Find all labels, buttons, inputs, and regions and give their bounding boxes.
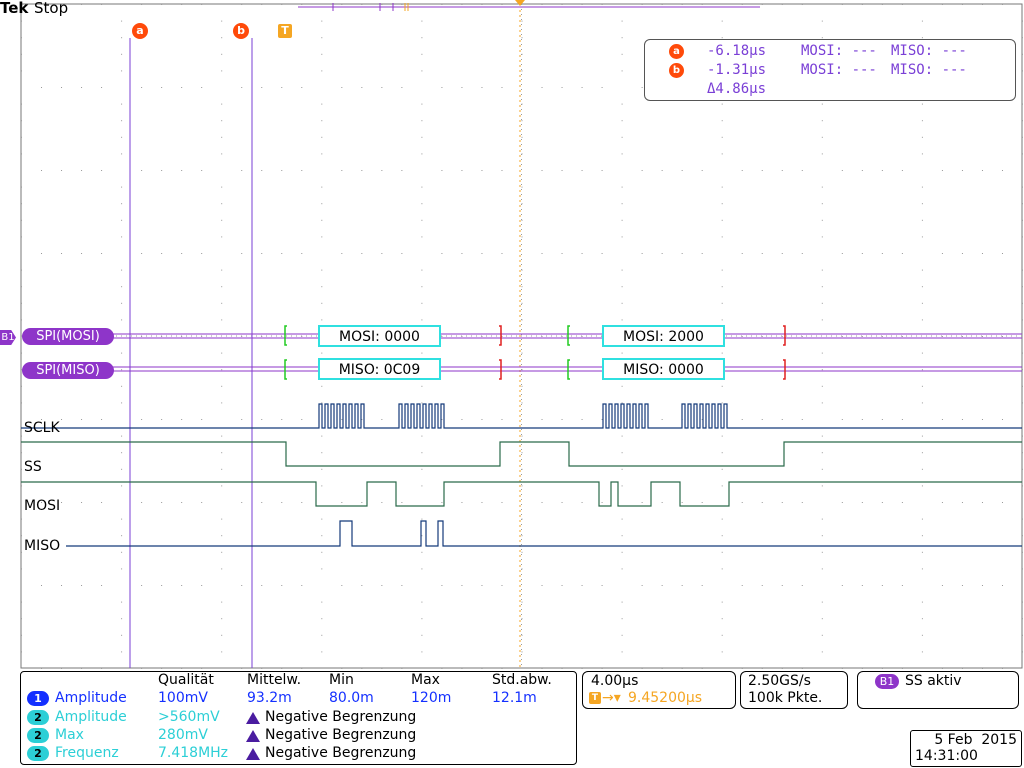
mosi-label[interactable]: MOSI bbox=[24, 498, 61, 514]
cursor-readout-panel: a -6.18µs MOSI: --- MISO: --- b -1.31µs … bbox=[644, 39, 1016, 101]
date-text: 5 Feb 2015 bbox=[934, 732, 1017, 748]
readout-a-time: -6.18µs bbox=[707, 43, 767, 59]
mosi-packet-2-text: MOSI: 2000 bbox=[623, 329, 704, 345]
readout-a-badge: a bbox=[669, 44, 684, 59]
bus-miso-label[interactable]: SPI(MISO) bbox=[22, 362, 114, 379]
trigger-position-arrow bbox=[515, 0, 525, 6]
mosi-packet-box-1 bbox=[318, 325, 441, 347]
meas-row2-warning-icon bbox=[246, 712, 260, 724]
trigger-status-panel[interactable]: B1 SS aktiv bbox=[857, 671, 1019, 709]
meas-row2-value: >560mV bbox=[158, 709, 220, 725]
acquisition-panel[interactable]: 2.50GS/s 100k Pkte. bbox=[740, 671, 848, 709]
meas-row3-warning: Negative Begrenzung bbox=[265, 727, 417, 743]
record-length: 100k Pkte. bbox=[748, 690, 823, 706]
datetime-panel: 5 Feb 2015 14:31:00 bbox=[910, 730, 1022, 767]
readout-b-time: -1.31µs bbox=[707, 62, 767, 78]
bus-miso-trace bbox=[110, 366, 1022, 372]
meas-header-min: Min bbox=[329, 672, 354, 688]
readout-b-badge: b bbox=[669, 63, 684, 78]
meas-row2-name: Amplitude bbox=[55, 709, 127, 725]
bus-mosi-trace bbox=[110, 333, 1022, 339]
meas-row1-std: 12.1m bbox=[492, 690, 537, 706]
meas-row1-name: Amplitude bbox=[55, 690, 127, 706]
readout-b-miso: MISO: --- bbox=[891, 62, 967, 78]
meas-row1-min: 80.0m bbox=[329, 690, 374, 706]
mosi-trace bbox=[21, 481, 1022, 507]
run-state: Stop bbox=[34, 0, 69, 17]
meas-row4-warning-icon bbox=[246, 748, 260, 760]
sample-rate: 2.50GS/s bbox=[748, 673, 811, 689]
readout-b-mosi: MOSI: --- bbox=[801, 62, 877, 78]
trigger-marker[interactable]: T bbox=[278, 24, 292, 38]
miso-packet-box-1 bbox=[318, 358, 441, 380]
trigger-bus-badge: B1 bbox=[875, 674, 899, 689]
time-text: 14:31:00 bbox=[915, 748, 978, 764]
readout-a-miso: MISO: --- bbox=[891, 43, 967, 59]
horizontal-scale: 4.00µs bbox=[591, 673, 639, 689]
meas-row4-channel-badge: 2 bbox=[27, 746, 49, 761]
meas-row3-warning-icon bbox=[246, 730, 260, 742]
trigger-position: 9.45200µs bbox=[628, 690, 703, 706]
meas-row4-value: 7.418MHz bbox=[158, 745, 229, 761]
graticule-dots bbox=[21, 4, 1023, 669]
meas-header-max: Max bbox=[411, 672, 440, 688]
measurements-panel[interactable]: Qualität Mittelw. Min Max Std.abw. 1 Amp… bbox=[20, 671, 577, 765]
meas-row1-value: 100mV bbox=[158, 690, 208, 706]
miso-packet-1-text: MISO: 0C09 bbox=[338, 362, 421, 378]
meas-header-std: Std.abw. bbox=[492, 672, 552, 688]
cursor-a-marker[interactable]: a bbox=[132, 23, 148, 39]
sclk-trace bbox=[21, 403, 1022, 429]
meas-row1-channel-badge: 1 bbox=[27, 691, 49, 706]
trigger-pos-icon: T bbox=[589, 692, 601, 704]
record-view-bar bbox=[298, 3, 760, 11]
sclk-label[interactable]: SCLK bbox=[24, 420, 60, 436]
ss-label[interactable]: SS bbox=[24, 459, 42, 475]
meas-row4-warning: Negative Begrenzung bbox=[265, 745, 417, 761]
meas-row1-mean: 93.2m bbox=[247, 690, 292, 706]
bus-mosi-label[interactable]: SPI(MOSI) bbox=[22, 328, 114, 345]
meas-row3-value: 280mV bbox=[158, 727, 208, 743]
mosi-packet-box-2 bbox=[602, 325, 725, 347]
miso-packet-2-text: MISO: 0000 bbox=[623, 362, 704, 378]
meas-row1-max: 120m bbox=[411, 690, 452, 706]
miso-packet-box-2 bbox=[602, 358, 725, 380]
meas-row3-channel-badge: 2 bbox=[27, 728, 49, 743]
graticule-center-axes bbox=[21, 4, 1022, 668]
cursor-b-marker[interactable]: b bbox=[233, 23, 249, 39]
miso-trace bbox=[66, 520, 1022, 547]
packet-brackets bbox=[284, 325, 786, 380]
meas-row3-name: Max bbox=[55, 727, 84, 743]
meas-row2-channel-badge: 2 bbox=[27, 710, 49, 725]
meas-row4-name: Frequenz bbox=[55, 745, 119, 761]
readout-delta: Δ4.86µs bbox=[707, 81, 767, 97]
readout-a-mosi: MOSI: --- bbox=[801, 43, 877, 59]
brand-logo: Tek bbox=[0, 0, 29, 17]
bus-indicator: B1 bbox=[0, 330, 16, 345]
meas-header-mean: Mittelw. bbox=[247, 672, 302, 688]
trigger-arrow-icon: →▾ bbox=[602, 690, 621, 706]
meas-header-quality: Qualität bbox=[158, 672, 214, 688]
mosi-packet-1-text: MOSI: 0000 bbox=[339, 329, 420, 345]
miso-label[interactable]: MISO bbox=[24, 538, 61, 554]
horizontal-panel[interactable]: 4.00µs T →▾ 9.45200µs bbox=[582, 671, 736, 709]
ss-trace bbox=[21, 441, 1022, 467]
trigger-status-text: SS aktiv bbox=[905, 673, 962, 689]
meas-row2-warning: Negative Begrenzung bbox=[265, 709, 417, 725]
